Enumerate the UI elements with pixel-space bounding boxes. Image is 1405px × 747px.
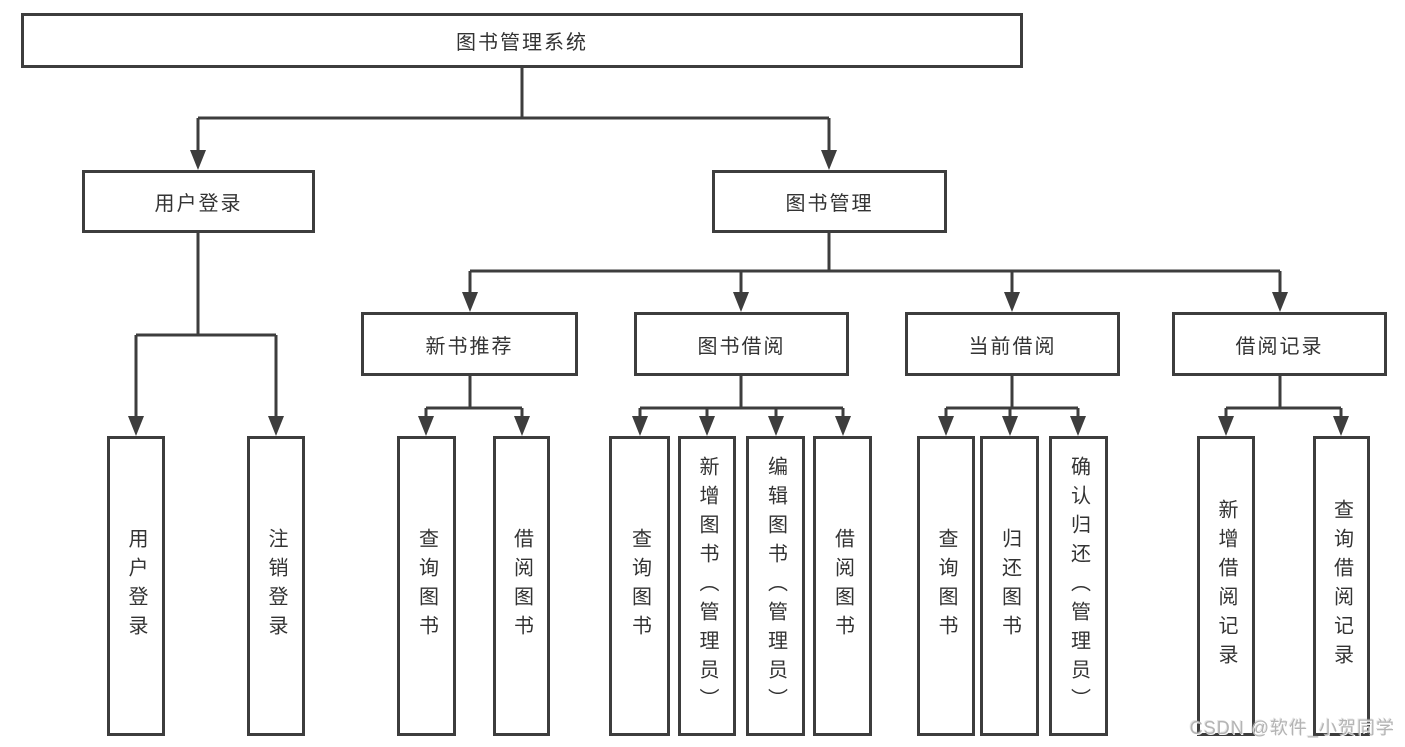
leaf-user-login: 用户登录 [107, 436, 165, 736]
leaf-borrow-book-recommend-label: 借阅图书 [510, 528, 533, 644]
node-current-borrow: 当前借阅 [905, 312, 1120, 376]
node-current-borrow-label: 当前借阅 [968, 335, 1057, 358]
node-new-book-recommend: 新书推荐 [361, 312, 578, 376]
leaf-return-book: 归还图书 [980, 436, 1039, 736]
leaf-edit-book-admin-label: 编辑图书（管理员） [764, 455, 787, 717]
leaf-query-book-borrow-label: 查询图书 [628, 528, 651, 644]
leaf-add-borrow-record: 新增借阅记录 [1197, 436, 1255, 736]
leaf-query-book-recommend-label: 查询图书 [415, 528, 438, 644]
leaf-add-book-admin: 新增图书（管理员） [678, 436, 736, 736]
leaf-logout-login-label: 注销登录 [265, 528, 287, 644]
leaf-query-book-recommend: 查询图书 [397, 436, 456, 736]
leaf-confirm-return-admin-label: 确认归还（管理员） [1067, 455, 1090, 717]
node-user-login: 用户登录 [82, 170, 315, 233]
leaf-query-borrow-record-label: 查询借阅记录 [1330, 499, 1353, 673]
node-new-book-recommend-label: 新书推荐 [425, 335, 514, 358]
csdn-watermark: CSDN @软件_小贺同学 [1189, 718, 1395, 738]
leaf-query-book-current-label: 查询图书 [935, 528, 957, 644]
leaf-edit-book-admin: 编辑图书（管理员） [746, 436, 805, 736]
node-user-login-label: 用户登录 [154, 193, 243, 215]
leaf-add-book-admin-label: 新增图书（管理员） [696, 455, 718, 717]
leaf-borrow-book-recommend: 借阅图书 [493, 436, 550, 736]
leaf-logout-login: 注销登录 [247, 436, 305, 736]
node-root-label: 图书管理系统 [456, 32, 588, 54]
node-book-management-label: 图书管理 [785, 193, 874, 215]
leaf-add-borrow-record-label: 新增借阅记录 [1215, 499, 1237, 673]
node-borrow-records: 借阅记录 [1172, 312, 1387, 376]
node-book-borrow-label: 图书借阅 [697, 335, 786, 358]
leaf-return-book-label: 归还图书 [998, 528, 1021, 644]
node-borrow-records-label: 借阅记录 [1235, 335, 1324, 358]
leaf-user-login-label: 用户登录 [125, 528, 147, 644]
node-book-management: 图书管理 [712, 170, 947, 233]
leaf-query-book-borrow: 查询图书 [609, 436, 670, 736]
leaf-query-borrow-record: 查询借阅记录 [1313, 436, 1370, 736]
leaf-borrow-book: 借阅图书 [813, 436, 872, 736]
leaf-confirm-return-admin: 确认归还（管理员） [1049, 436, 1108, 736]
node-root-system: 图书管理系统 [21, 13, 1023, 68]
leaf-query-book-current: 查询图书 [917, 436, 975, 736]
node-book-borrow: 图书借阅 [634, 312, 849, 376]
leaf-borrow-book-label: 借阅图书 [831, 528, 854, 644]
